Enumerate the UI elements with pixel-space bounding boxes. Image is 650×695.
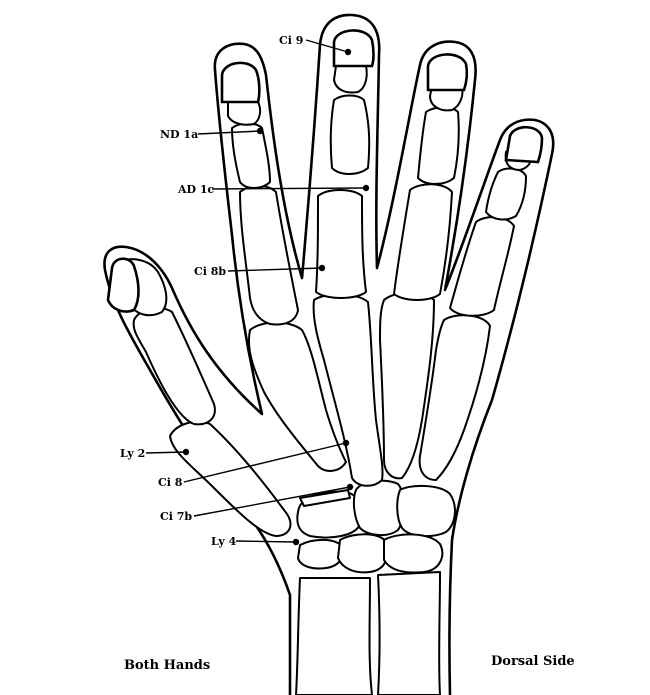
point-ly2: Ly 2 — [120, 447, 190, 460]
middle-finger-bones — [312, 29, 384, 487]
point-dot-ad1c — [362, 184, 370, 192]
point-ci9: Ci 9 — [279, 34, 352, 56]
radius-bone — [377, 571, 441, 695]
label-ci7b: Ci 7b — [160, 510, 192, 523]
caption-both-hands: Both Hands — [124, 658, 210, 673]
caption-dorsal-side: Dorsal Side — [491, 654, 575, 669]
point-dot-ci9 — [344, 48, 352, 56]
label-ci8: Ci 8 — [158, 476, 183, 489]
label-nd1a: ND 1a — [160, 128, 198, 141]
point-ad1c: AD 1c — [177, 183, 370, 196]
ring-finger-bones — [379, 53, 469, 480]
point-dot-ly4 — [292, 538, 300, 546]
label-ci9: Ci 9 — [279, 34, 303, 47]
ulna-bone — [295, 577, 373, 695]
point-dot-ly2 — [182, 448, 190, 456]
point-ci8: Ci 8 — [158, 439, 350, 489]
point-dot-ci7b — [346, 483, 354, 491]
point-dot-nd1a — [256, 127, 264, 135]
point-ci7b: Ci 7b — [160, 483, 354, 523]
index-finger-bones — [220, 61, 347, 472]
thumb-bones — [106, 257, 292, 537]
point-ci8b: Ci 8b — [194, 264, 326, 278]
hand-outline — [103, 13, 555, 695]
point-dot-ci8 — [342, 439, 350, 447]
little-finger-bones — [418, 125, 544, 481]
label-ad1c: AD 1c — [177, 183, 215, 196]
label-ly4: Ly 4 — [211, 535, 237, 548]
carpal-bones — [296, 479, 456, 574]
point-dot-ci8b — [318, 264, 326, 272]
point-nd1a: ND 1a — [160, 127, 264, 141]
label-ly2: Ly 2 — [120, 447, 145, 460]
point-ly4: Ly 4 — [211, 535, 300, 548]
label-ci8b: Ci 8b — [194, 265, 226, 278]
